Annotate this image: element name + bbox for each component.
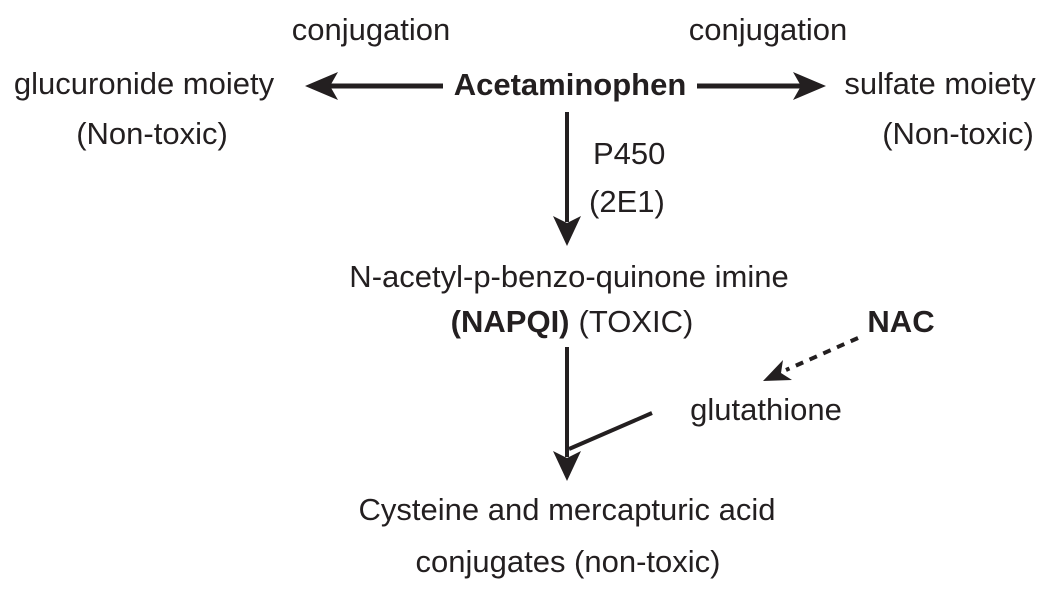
node-glucuronide-moiety: glucuronide moiety	[13, 65, 275, 101]
node-glucuronide-nontoxic-note: (Non-toxic)	[76, 115, 228, 151]
edge-label-conjugation-left: conjugation	[291, 11, 451, 47]
arrowhead-down-icon	[553, 216, 581, 246]
node-acetaminophen: Acetaminophen	[453, 66, 687, 102]
edge-label-conjugation-right: conjugation	[688, 11, 848, 47]
node-nac: NAC	[867, 303, 935, 339]
connector-line	[568, 411, 653, 451]
napqi-abbreviation: (NAPQI)	[450, 303, 570, 339]
napqi-toxicity-label: (TOXIC)	[578, 303, 694, 339]
node-conjugates-line1: Cysteine and mercapturic acid	[358, 491, 776, 527]
arrowhead-diagonal-icon	[763, 360, 792, 381]
arrow-acetaminophen-to-napqi	[553, 112, 581, 246]
node-conjugates-line2: conjugates (non-toxic)	[415, 543, 721, 579]
node-sulfate-nontoxic-note: (Non-toxic)	[882, 115, 1034, 151]
arrow-napqi-to-conjugates	[553, 347, 581, 481]
node-napqi-abbr-toxicity: (NAPQI) (TOXIC)	[450, 303, 694, 339]
arrowhead-left-icon	[305, 72, 338, 100]
node-sulfate-moiety: sulfate moiety	[844, 65, 1036, 101]
arrowhead-right-icon	[793, 72, 826, 100]
dashed-arrow-shaft	[785, 336, 859, 372]
glutathione-connector	[568, 411, 653, 451]
edge-label-p450-isoform: (2E1)	[589, 183, 665, 219]
node-napqi-full-name: N-acetyl-p-benzo-quinone imine	[349, 258, 789, 294]
node-glutathione: glutathione	[690, 391, 842, 427]
edge-label-p450: P450	[593, 135, 666, 171]
arrowhead-down-icon	[553, 451, 581, 481]
arrow-acetaminophen-to-glucuronide	[305, 72, 443, 100]
arrow-acetaminophen-to-sulfate	[697, 72, 826, 100]
arrow-nac-to-glutathione	[763, 336, 859, 381]
